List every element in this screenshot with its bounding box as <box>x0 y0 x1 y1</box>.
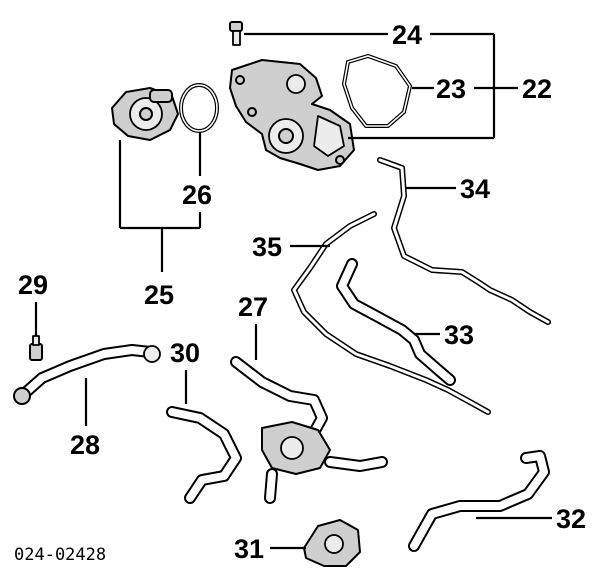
callout-32: 32 <box>556 504 586 534</box>
callout-22: 22 <box>522 74 552 104</box>
callout-34: 34 <box>460 174 490 204</box>
hose-33-illustration <box>336 258 456 386</box>
callout-25: 25 <box>144 280 174 310</box>
pump-gasket-highlight <box>343 55 411 127</box>
callout-30: 30 <box>170 338 200 368</box>
callout-27: 27 <box>238 292 268 322</box>
hose-30-illustration <box>166 406 242 504</box>
hose-34-illustration <box>377 157 551 325</box>
diagram-id: 024-02428 <box>14 545 106 565</box>
leader-lines <box>34 32 552 550</box>
sensor-illustration <box>29 335 43 361</box>
callout-23: 23 <box>436 74 466 104</box>
callout-29: 29 <box>18 270 48 300</box>
valve-illustration <box>303 519 361 567</box>
hose-27-illustration <box>230 356 388 504</box>
callout-35: 35 <box>252 232 282 262</box>
bolt-illustration <box>229 21 243 46</box>
hose-32-illustration <box>408 450 550 552</box>
thermostat-housing-illustration <box>111 87 179 141</box>
callout-28: 28 <box>70 430 100 460</box>
water-pump-illustration <box>229 59 355 171</box>
callout-33: 33 <box>444 320 474 350</box>
hose-28-illustration <box>13 344 161 405</box>
callout-26: 26 <box>182 180 212 210</box>
callout-31: 31 <box>234 534 264 564</box>
callout-24: 24 <box>392 20 422 50</box>
thermostat-o-ring-highlight <box>180 84 218 132</box>
hose-35-illustration <box>291 211 491 415</box>
